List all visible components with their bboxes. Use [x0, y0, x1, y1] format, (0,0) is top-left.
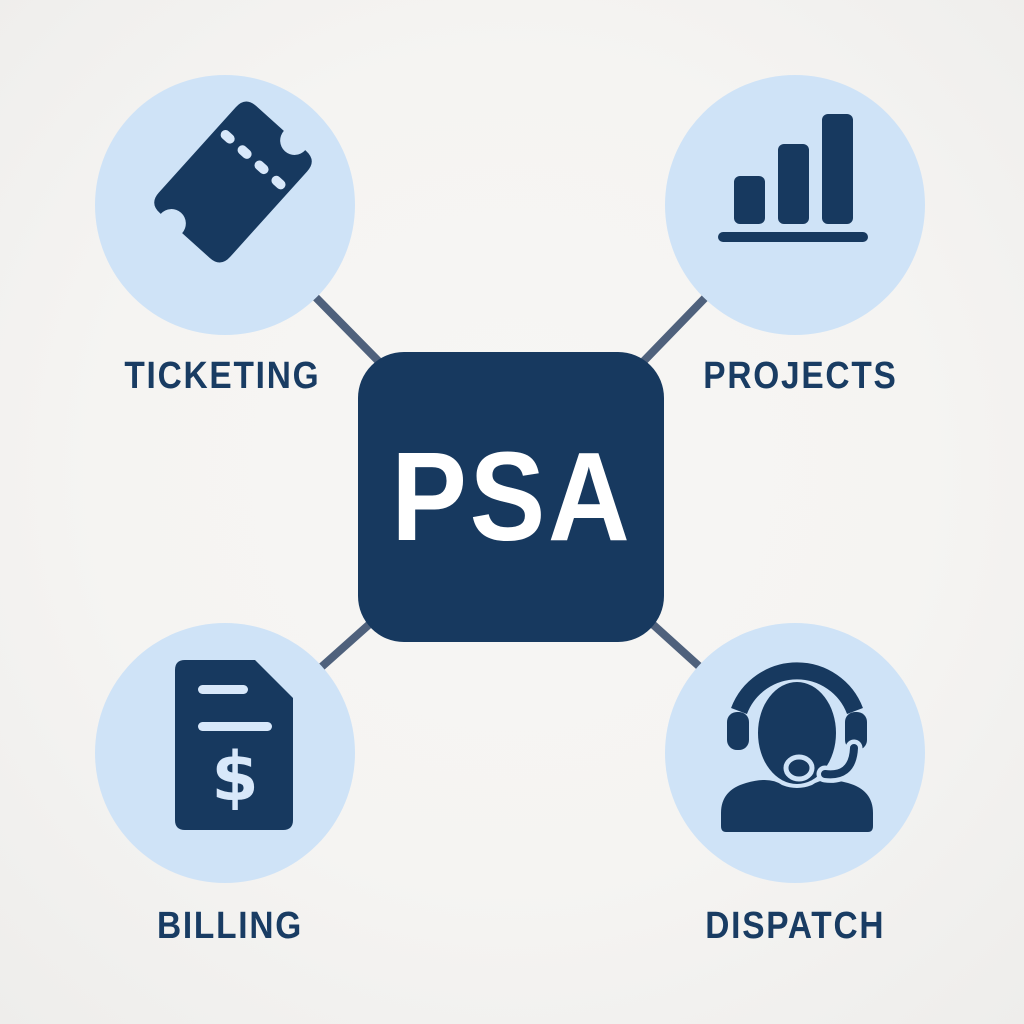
node-dispatch	[665, 623, 925, 883]
dispatch-label-text: DISPATCH	[704, 905, 886, 947]
node-label-dispatch: DISPATCH	[595, 902, 995, 950]
node-label-ticketing: TICKETING	[22, 352, 422, 400]
mic-icon	[783, 754, 815, 782]
dollar-sign: $	[211, 738, 258, 817]
billing-label-text: BILLING	[156, 905, 304, 947]
psa-label: PSA	[391, 426, 633, 567]
projects-label-text: PROJECTS	[702, 355, 898, 397]
node-ticketing	[95, 75, 355, 335]
node-label-billing: BILLING	[30, 902, 430, 950]
ticketing-label-text: TICKETING	[123, 355, 321, 397]
bar-chart-icon	[718, 114, 868, 242]
node-label-projects: PROJECTS	[600, 352, 1000, 400]
psa-hub: PSA	[358, 352, 664, 642]
ticket-perforation	[220, 130, 286, 190]
headset-agent-icon	[721, 662, 873, 832]
node-billing: $	[95, 623, 355, 883]
ticket-icon	[154, 101, 312, 263]
node-projects	[665, 75, 925, 335]
invoice-icon: $	[175, 660, 293, 830]
